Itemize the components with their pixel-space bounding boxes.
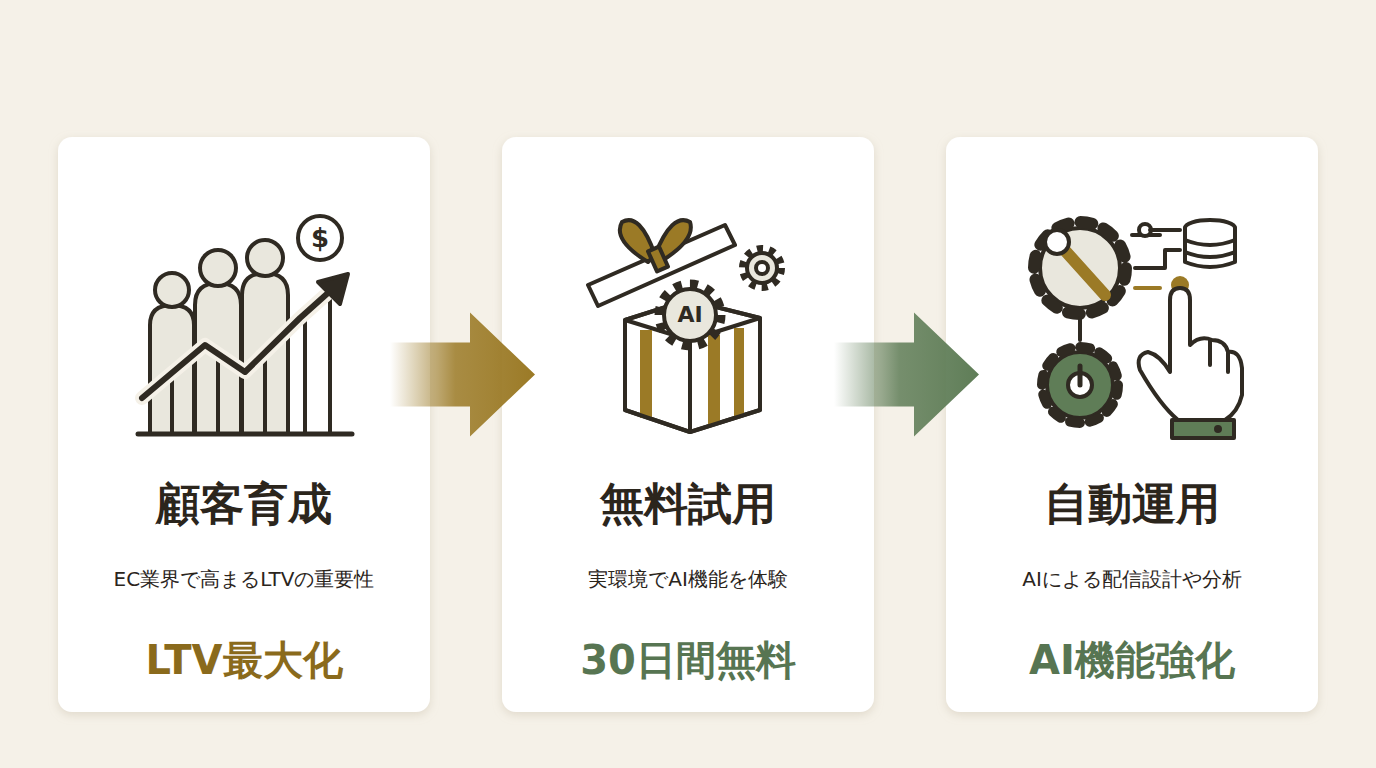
card-highlight: AI機能強化 [946, 637, 1318, 683]
card-subtitle: AIによる配信設計や分析 [946, 567, 1318, 591]
card-subtitle: EC業界で高まるLTVの重要性 [58, 567, 430, 591]
gift-icon [588, 220, 781, 432]
dollar-symbol: $ [311, 225, 329, 251]
flow-arrow [390, 313, 535, 437]
step-card: 自動運用 AIによる配信設計や分析 AI機能強化 [946, 137, 1318, 712]
flow-arrow [834, 313, 979, 437]
growth-icon [138, 216, 352, 434]
card-highlight: LTV最大化 [58, 637, 430, 683]
card-heading: 自動運用 [946, 480, 1318, 528]
card-heading: 無料試用 [502, 480, 874, 528]
card-subtitle: 実環境でAI機能を体験 [502, 567, 874, 591]
card-background [58, 137, 430, 712]
step-card: 顧客育成 EC業界で高まるLTVの重要性 LTV最大化 [58, 137, 430, 712]
automation-icon [1034, 220, 1242, 438]
ai-symbol: AI [677, 304, 702, 326]
card-backgrounds [58, 137, 1318, 712]
card-background [946, 137, 1318, 712]
step-card: 無料試用実環境でAI機能を体験 30日間無料 [502, 137, 874, 712]
card-highlight: 30日間無料 [502, 637, 874, 683]
card-background [502, 137, 874, 712]
card-heading: 顧客育成 [58, 480, 430, 528]
